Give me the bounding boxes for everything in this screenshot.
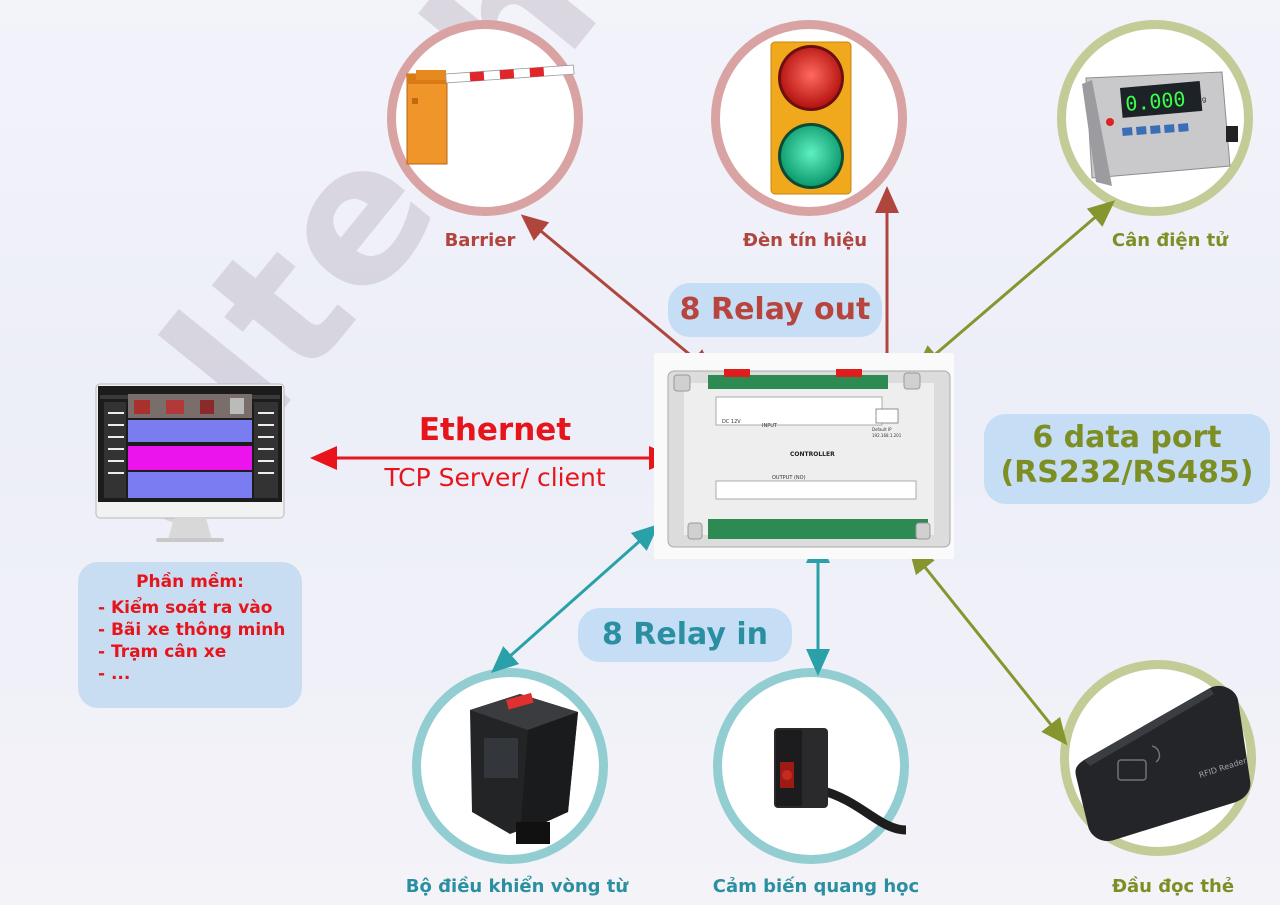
controller-input-label: INPUT xyxy=(762,423,777,429)
weighing-scale-icon: 0.000 kg xyxy=(1082,71,1238,186)
arrow-scale xyxy=(914,200,1116,372)
controller-name: CONTROLLER xyxy=(790,451,835,458)
traffic-light-icon xyxy=(770,41,852,195)
arrow-barrier xyxy=(520,214,716,376)
barrier-gate-icon xyxy=(406,64,575,165)
relay-in-bubble: 8 Relay in xyxy=(578,608,792,662)
arrow-loop-detector xyxy=(491,524,659,673)
software-item: - ... xyxy=(98,664,131,684)
software-item: - Trạm cân xe xyxy=(98,642,227,662)
rfid-reader-icon: RFID Reader xyxy=(1075,685,1251,842)
barrier-label: Barrier xyxy=(444,230,516,251)
traffic-light-label: Đèn tín hiệu xyxy=(742,230,868,251)
controller-device: DC 12V INPUT Default IP 192.168.1.201 CO… xyxy=(654,353,954,559)
data-port-line1: 6 data port xyxy=(1032,420,1222,455)
software-item: - Bãi xe thông minh xyxy=(98,620,286,640)
loop-detector-label: Bộ điều khiển vòng từ xyxy=(405,876,629,897)
svg-text:kg: kg xyxy=(1197,95,1206,104)
monitor-icon xyxy=(95,383,285,542)
software-title: Phần mềm: xyxy=(136,572,244,592)
relay-out-bubble: 8 Relay out xyxy=(668,283,882,337)
svg-text:0.000: 0.000 xyxy=(1124,87,1186,116)
controller-power-label: DC 12V xyxy=(722,419,741,425)
software-box: Phần mềm: - Kiểm soát ra vào - Bãi xe th… xyxy=(78,562,302,708)
data-port-bubble: 6 data port (RS232/RS485) xyxy=(984,414,1270,504)
data-port-line2: (RS232/RS485) xyxy=(1000,455,1254,490)
card-reader-label: Đầu đọc thẻ xyxy=(1111,876,1235,897)
software-item: - Kiểm soát ra vào xyxy=(98,598,273,618)
controller-output-label: OUTPUT (NO) xyxy=(772,475,806,481)
ethernet-title: Ethernet xyxy=(418,412,572,448)
controller-ip-label: Default IP xyxy=(872,427,892,432)
arrow-card-reader xyxy=(908,546,1068,746)
ethernet-subtitle: TCP Server/ client xyxy=(384,463,606,492)
loop-detector-icon xyxy=(470,692,578,844)
scale-label: Cân điện tử xyxy=(1111,230,1229,251)
photo-sensor-label: Cảm biến quang học xyxy=(712,876,920,897)
photoelectric-sensor-icon xyxy=(774,728,907,835)
controller-ip-value: 192.168.1.201 xyxy=(872,433,902,438)
